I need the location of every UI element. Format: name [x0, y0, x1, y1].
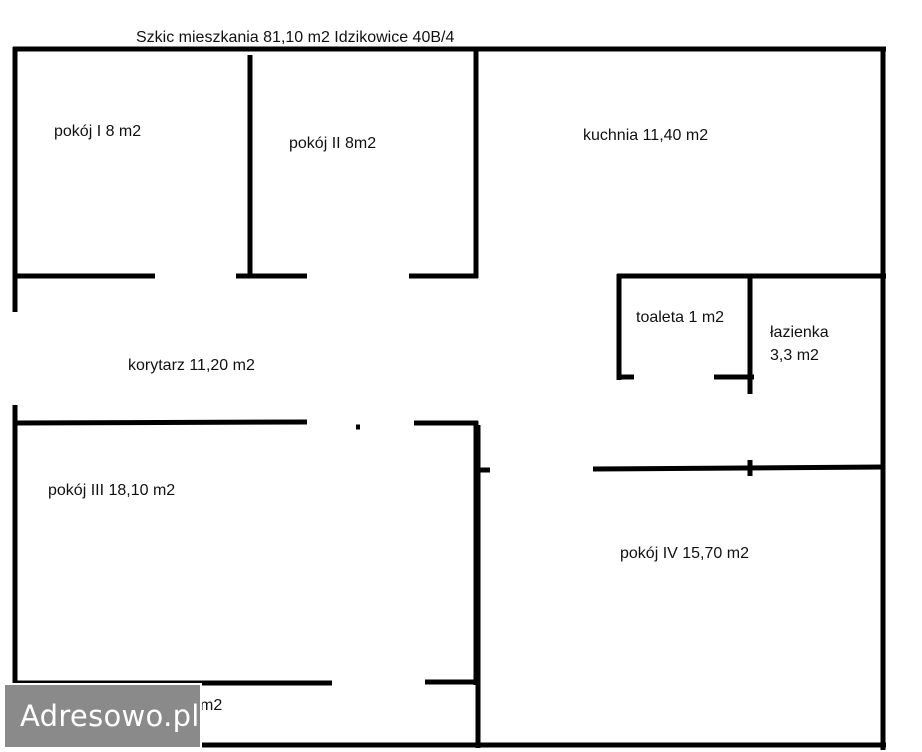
- wall-corridor-bottom-left: [14, 419, 308, 426]
- room-label-lazienka-name: łazienka: [770, 324, 829, 341]
- room-label-pokoj-4: pokój IV 15,70 m2: [620, 545, 749, 562]
- plan-title: Szkic mieszkania 81,10 m2 Idzikowice 40B…: [136, 29, 454, 46]
- room-label-korytarz: korytarz 11,20 m2: [128, 357, 255, 374]
- room-label-pokoj-1: pokój I 8 m2: [54, 123, 141, 140]
- room-label-partial: m2: [200, 697, 222, 714]
- wall-bathroom-bottom: [592, 464, 884, 472]
- bathroom-walls: [592, 273, 886, 476]
- watermark-logo: Adresowo.pl: [3, 683, 202, 749]
- room-label-pokoj-3: pokój III 18,10 m2: [48, 482, 175, 499]
- room-label-toaleta: toaleta 1 m2: [636, 309, 724, 326]
- outer-walls: [12, 46, 886, 750]
- upper-walls: [15, 49, 479, 279]
- room-label-lazienka-area: 3,3 m2: [770, 347, 819, 364]
- room-label-kuchnia: kuchnia 11,40 m2: [583, 127, 708, 144]
- room-label-pokoj-2: pokój II 8m2: [289, 135, 376, 152]
